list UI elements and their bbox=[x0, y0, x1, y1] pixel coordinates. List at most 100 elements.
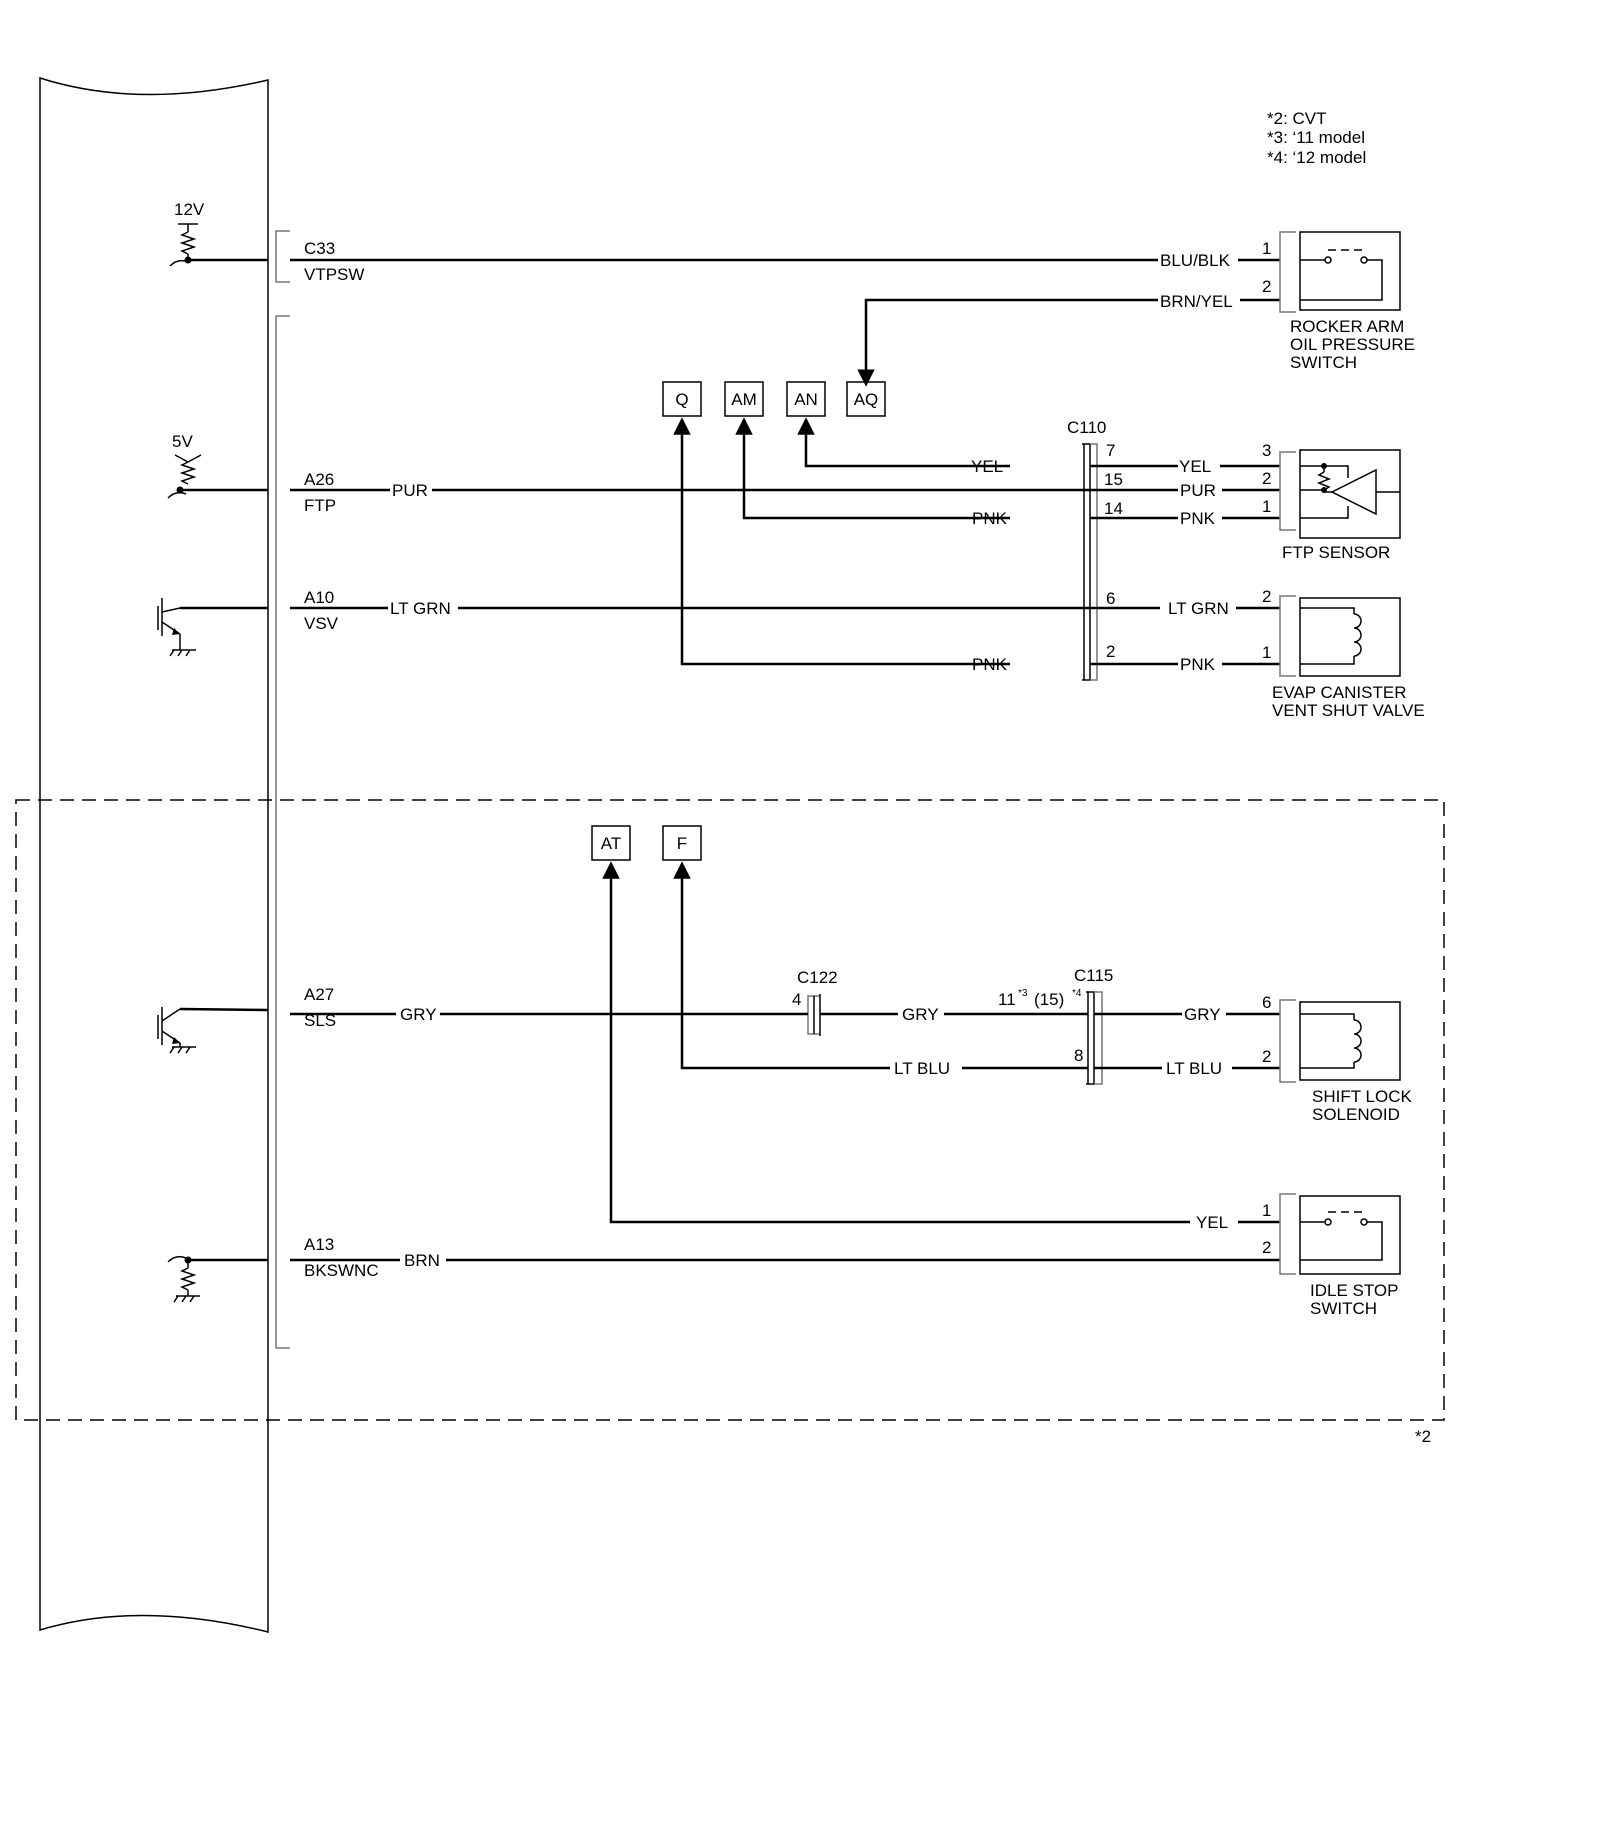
ecm-pin-labels: C33 VTPSW A26 FTP A10 VSV A27 SLS A13 BK… bbox=[304, 239, 379, 1280]
shift-lock-solenoid: 6 2 SHIFT LOCK SOLENOID bbox=[1262, 993, 1412, 1124]
wire-label-blu-blk: BLU/BLK bbox=[1160, 251, 1231, 270]
note-12-model: *4: ‘12 model bbox=[1267, 148, 1366, 167]
wire-ltblu-shift: LT BLU LT BLU bbox=[673, 861, 1280, 1078]
wire-label-gry-a: GRY bbox=[400, 1005, 437, 1024]
connector-c115: C115 11 *3 (15) *4 8 bbox=[998, 966, 1113, 1085]
rocker-label-1: ROCKER ARM bbox=[1290, 317, 1404, 336]
ftp-label: FTP SENSOR bbox=[1282, 543, 1390, 562]
connector-c110: C110 7 15 14 6 2 bbox=[1067, 418, 1123, 681]
evap-label-1: EVAP CANISTER bbox=[1272, 683, 1406, 702]
wire-label-yel-idle: YEL bbox=[1196, 1213, 1228, 1232]
wire-yel-ftp: YEL YEL bbox=[797, 417, 1280, 476]
pulldown-bkswnc bbox=[167, 1255, 268, 1303]
wire-label-yel-in: YEL bbox=[971, 457, 1003, 476]
wire-label-ltblu-in: LT BLU bbox=[894, 1059, 950, 1078]
pin-c115-11: 11 bbox=[998, 990, 1016, 1009]
pin-ftp-3: 3 bbox=[1262, 441, 1271, 460]
pin-shift-6: 6 bbox=[1262, 993, 1271, 1012]
connector-c115-label: C115 bbox=[1074, 966, 1113, 985]
pin-rocker-1: 1 bbox=[1262, 239, 1271, 258]
pin-ftp-2: 2 bbox=[1262, 469, 1271, 488]
ecm-pin-a13: A13 bbox=[304, 1235, 334, 1254]
pin-idle-2: 2 bbox=[1262, 1238, 1271, 1257]
wire-label-ltgrn-out: LT GRN bbox=[1168, 599, 1229, 618]
note-cvt: *2: CVT bbox=[1267, 109, 1327, 128]
wire-label-ltblu-out: LT BLU bbox=[1166, 1059, 1222, 1078]
ref-q: Q bbox=[675, 390, 688, 409]
pin-shift-2: 2 bbox=[1262, 1047, 1271, 1066]
wire-vtpsw: BLU/BLK BRN/YEL bbox=[290, 251, 1280, 387]
ecm-signal-sls: SLS bbox=[304, 1011, 336, 1030]
wire-yel-idle: YEL bbox=[602, 861, 1280, 1232]
transistor-sls bbox=[157, 1007, 269, 1054]
rocker-label-2: OIL PRESSURE bbox=[1290, 335, 1415, 354]
pin-idle-1: 1 bbox=[1262, 1201, 1271, 1220]
notes-legend: *2: CVT *3: ‘11 model *4: ‘12 model bbox=[1267, 109, 1366, 167]
connector-c122: C122 4 bbox=[792, 968, 838, 1036]
pin-c115-11-15: 11 *3 (15) *4 bbox=[998, 988, 1082, 1009]
cvt-region-mark: *2 bbox=[1415, 1427, 1431, 1446]
rocker-arm-oil-pressure-switch: 1 2 ROCKER ARM OIL PRESSURE SWITCH bbox=[1262, 231, 1415, 372]
ref-f: F bbox=[677, 834, 687, 853]
pin-ftp-1: 1 bbox=[1262, 497, 1271, 516]
rocker-label-3: SWITCH bbox=[1290, 353, 1357, 372]
supply-12v-label: 12V bbox=[174, 200, 205, 219]
pin-c115-sup4: *4 bbox=[1072, 988, 1082, 999]
transistor-vsv bbox=[157, 598, 268, 657]
pin-c110-7: 7 bbox=[1106, 441, 1115, 460]
pin-evap-2: 2 bbox=[1262, 587, 1271, 606]
pin-evap-1: 1 bbox=[1262, 643, 1271, 662]
pin-c110-14: 14 bbox=[1104, 499, 1123, 518]
connector-c122-label: C122 bbox=[797, 968, 838, 987]
pin-c115-8: 8 bbox=[1074, 1046, 1083, 1065]
supply-5v: 5V bbox=[167, 432, 268, 499]
ecm-bracket-c33 bbox=[275, 230, 290, 283]
shift-label-2: SOLENOID bbox=[1312, 1105, 1400, 1124]
ftp-sensor: 3 2 1 FTP SENSOR bbox=[1262, 441, 1401, 562]
ecm-signal-vtpsw: VTPSW bbox=[304, 265, 364, 284]
ecm-signal-vsv: VSV bbox=[304, 614, 339, 633]
ref-am: AM bbox=[731, 390, 757, 409]
note-11-model: *3: ‘11 model bbox=[1267, 128, 1365, 147]
wire-label-pnk2-out: PNK bbox=[1180, 655, 1216, 674]
wire-label-pur-out: PUR bbox=[1180, 481, 1216, 500]
idle-stop-switch: 1 2 IDLE STOP SWITCH bbox=[1262, 1193, 1401, 1318]
pin-c115-15: (15) bbox=[1034, 990, 1064, 1009]
ref-boxes: Q AM AN AQ AT F bbox=[591, 381, 886, 861]
wire-label-ltgrn-in: LT GRN bbox=[390, 599, 451, 618]
wire-label-brn-yel: BRN/YEL bbox=[1160, 292, 1233, 311]
ecm-bracket-main bbox=[275, 315, 290, 1349]
evap-label-2: VENT SHUT VALVE bbox=[1272, 701, 1425, 720]
ecm-signal-ftp: FTP bbox=[304, 496, 336, 515]
wire-label-yel-out: YEL bbox=[1179, 457, 1211, 476]
connector-c110-label: C110 bbox=[1067, 418, 1106, 437]
wire-ltgrn-evap: LT GRN LT GRN bbox=[290, 599, 1280, 618]
evap-canister-vent-shut-valve: 2 1 EVAP CANISTER VENT SHUT VALVE bbox=[1262, 587, 1425, 720]
ecm-pin-c33: C33 bbox=[304, 239, 335, 258]
ref-at: AT bbox=[601, 834, 621, 853]
ref-aq: AQ bbox=[854, 390, 879, 409]
wire-pur-ftp: PUR PUR bbox=[290, 481, 1280, 500]
pin-rocker-2: 2 bbox=[1262, 277, 1271, 296]
supply-12v: 12V bbox=[169, 200, 268, 267]
pin-c122-4: 4 bbox=[792, 990, 801, 1009]
pin-c110-6: 6 bbox=[1106, 589, 1115, 608]
wire-pnk-ftp: PNK PNK bbox=[735, 417, 1280, 528]
idle-label-1: IDLE STOP bbox=[1310, 1281, 1399, 1300]
pin-c115-sup3: *3 bbox=[1018, 988, 1028, 999]
ecm-pin-a27: A27 bbox=[304, 985, 334, 1004]
ecm-body bbox=[39, 76, 269, 1633]
pin-c110-2: 2 bbox=[1106, 642, 1115, 661]
wire-label-pur-in: PUR bbox=[392, 481, 428, 500]
wire-label-pnk-in: PNK bbox=[972, 509, 1008, 528]
ecm-pin-a26: A26 bbox=[304, 470, 334, 489]
ecm-signal-bkswnc: BKSWNC bbox=[304, 1261, 379, 1280]
wire-pnk-evap: PNK PNK bbox=[673, 417, 1280, 674]
wire-brn-idle: BRN bbox=[290, 1251, 1280, 1270]
wire-label-gry-b: GRY bbox=[902, 1005, 939, 1024]
wire-label-pnk-out: PNK bbox=[1180, 509, 1216, 528]
ecm-pin-a10: A10 bbox=[304, 588, 334, 607]
idle-label-2: SWITCH bbox=[1310, 1299, 1377, 1318]
wire-label-gry-c: GRY bbox=[1184, 1005, 1221, 1024]
